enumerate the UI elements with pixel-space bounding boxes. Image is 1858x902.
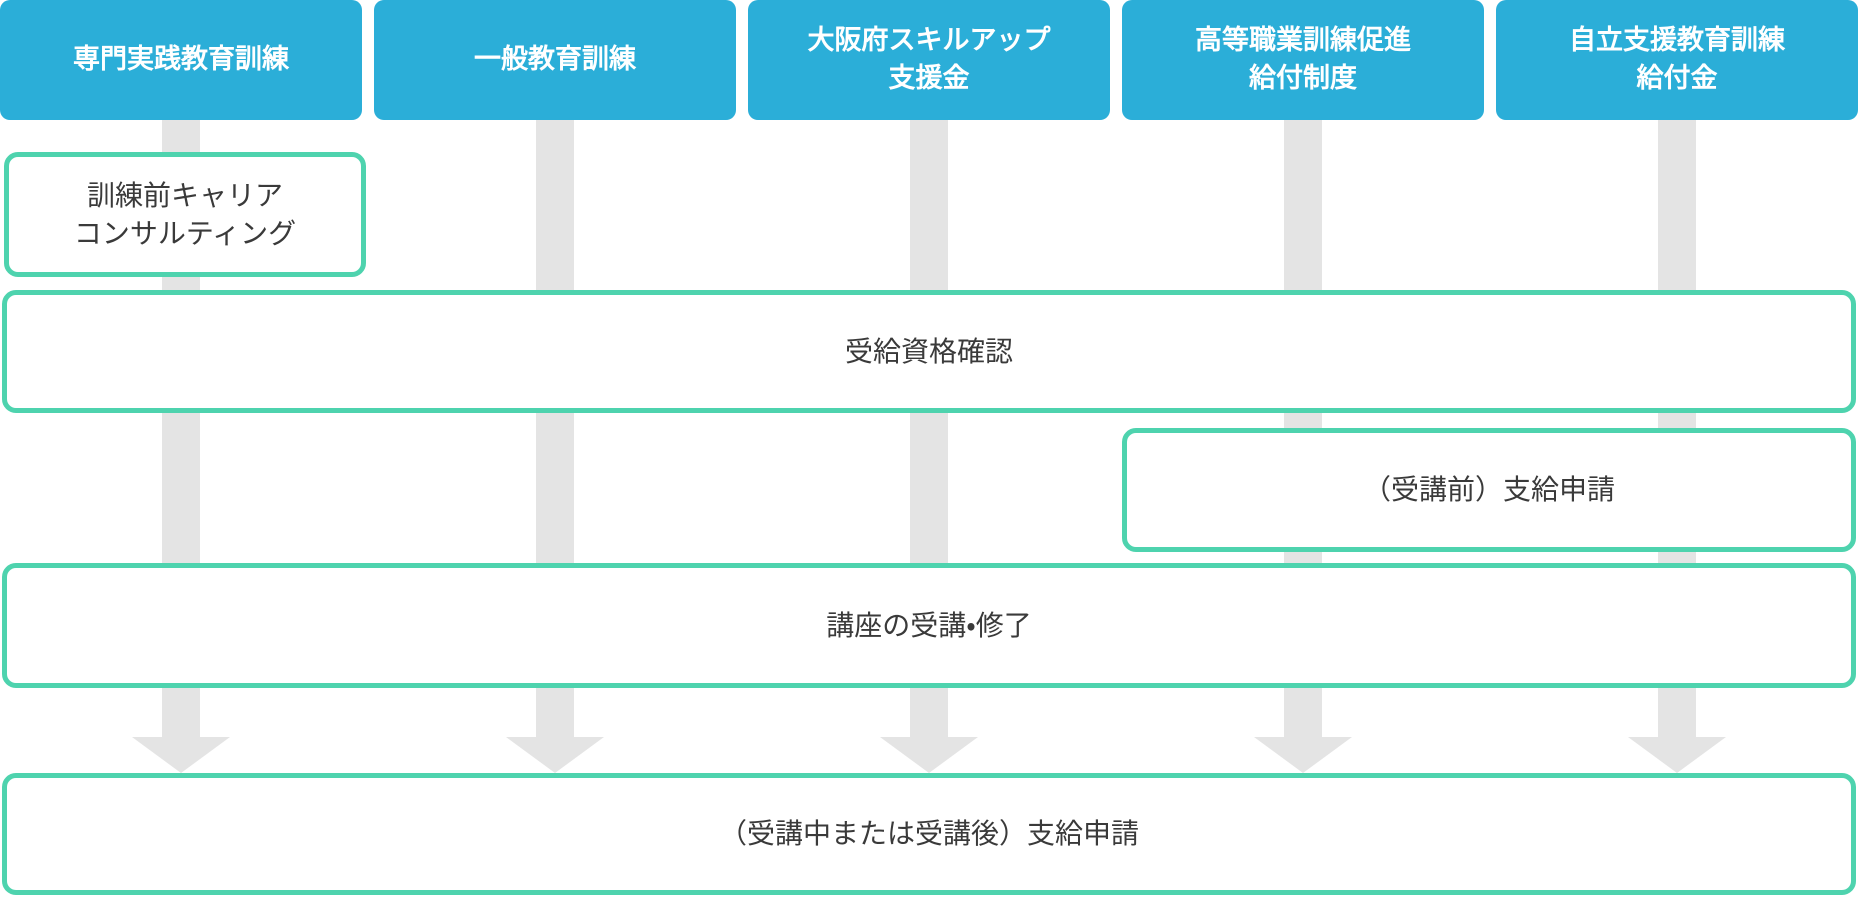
header-selfreliance-support-benefit: 自立支援教育訓練 給付金 xyxy=(1496,0,1858,120)
arrow-head xyxy=(1254,737,1352,773)
step-course-attendance-completion: 講座の受講・修了 xyxy=(2,563,1856,688)
arrow-head xyxy=(132,737,230,773)
step-eligibility-confirmation: 受給資格確認 xyxy=(2,290,1856,413)
header-specialized-practical-training: 専門実践教育訓練 xyxy=(0,0,362,120)
header-general-education-training: 一般教育訓練 xyxy=(374,0,736,120)
arrow-head xyxy=(506,737,604,773)
step-pre-training-career-consulting: 訓練前キャリア コンサルティング xyxy=(4,152,366,277)
header-vocational-training-promotion: 高等職業訓練促進 給付制度 xyxy=(1122,0,1484,120)
arrow-head xyxy=(880,737,978,773)
arrow-head xyxy=(1628,737,1726,773)
step-final-payment-application: （受講中または受講後）支給申請 xyxy=(2,773,1856,895)
header-osaka-skillup-support: 大阪府スキルアップ 支援金 xyxy=(748,0,1110,120)
step-pre-course-payment-application: （受講前）支給申請 xyxy=(1122,428,1856,552)
